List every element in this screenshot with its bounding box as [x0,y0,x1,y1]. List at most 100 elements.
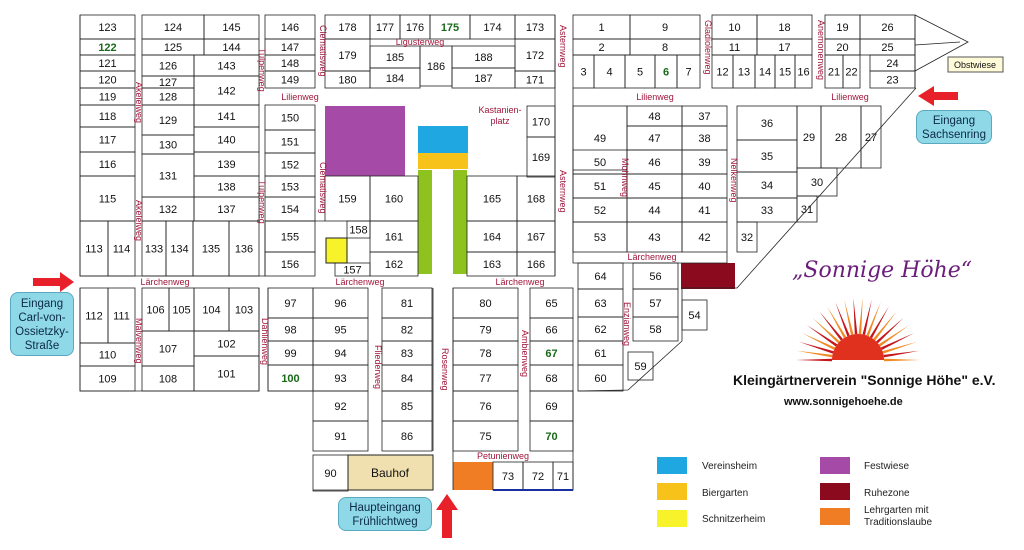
plot-6[interactable]: 6 [663,67,669,79]
plot-46[interactable]: 46 [648,157,660,169]
plot-27-border[interactable] [860,105,882,169]
plot-107[interactable]: 107 [159,344,177,356]
plot-143[interactable]: 143 [217,61,235,73]
plot-165[interactable]: 165 [483,194,501,206]
plot-188[interactable]: 188 [474,52,492,64]
plot-31-border[interactable] [796,195,818,223]
plot-123[interactable]: 123 [98,22,116,34]
plot-156[interactable]: 156 [281,259,299,271]
plot-153[interactable]: 153 [281,182,299,194]
plot-166[interactable]: 166 [527,259,545,271]
plot-141[interactable]: 141 [217,111,235,123]
plot-129[interactable]: 129 [159,115,177,127]
plot-163[interactable]: 163 [483,259,501,271]
plot-65[interactable]: 65 [545,298,557,310]
plot-170[interactable]: 170 [532,117,550,129]
plot-79[interactable]: 79 [479,325,491,337]
plot-69[interactable]: 69 [545,401,557,413]
plot-112[interactable]: 112 [85,311,103,323]
plot-150[interactable]: 150 [281,113,299,125]
plot-33[interactable]: 33 [761,205,773,217]
plot-85[interactable]: 85 [401,401,413,413]
plot-45[interactable]: 45 [648,181,660,193]
plot-133[interactable]: 133 [145,244,163,256]
plot-105[interactable]: 105 [172,305,190,317]
plot-140[interactable]: 140 [217,135,235,147]
plot-94[interactable]: 94 [334,348,346,360]
plot-41[interactable]: 41 [698,205,710,217]
plot-184[interactable]: 184 [386,73,404,85]
plot-53[interactable]: 53 [594,232,606,244]
plot-180[interactable]: 180 [338,75,356,87]
plot-179[interactable]: 179 [338,50,356,62]
plot-139[interactable]: 139 [217,159,235,171]
plot-119[interactable]: 119 [99,92,117,104]
plot-10[interactable]: 10 [728,22,740,34]
plot-61[interactable]: 61 [594,348,606,360]
plot-43[interactable]: 43 [648,232,660,244]
plot-9[interactable]: 9 [662,22,668,34]
plot-138[interactable]: 138 [217,182,235,194]
plot-7-border[interactable] [676,54,701,89]
plot-29[interactable]: 29 [803,132,815,144]
plot-125[interactable]: 125 [164,42,182,54]
plot-102[interactable]: 102 [217,339,235,351]
plot-60-border[interactable] [577,364,624,392]
plot-175[interactable]: 175 [441,22,459,34]
plot-60[interactable]: 60 [594,373,606,385]
plot-121[interactable]: 121 [98,58,116,70]
plot-80[interactable]: 80 [479,298,491,310]
plot-186[interactable]: 186 [427,61,445,73]
plot-7[interactable]: 7 [685,67,691,79]
plot-38[interactable]: 38 [698,133,710,145]
plot-113[interactable]: 113 [85,244,103,256]
plot-124[interactable]: 124 [164,22,182,34]
plot-57[interactable]: 57 [649,298,661,310]
plot-120[interactable]: 120 [98,75,116,87]
plot-187[interactable]: 187 [474,73,492,85]
plot-22[interactable]: 22 [845,67,857,79]
plot-54[interactable]: 54 [688,310,700,322]
plot-86[interactable]: 86 [401,431,413,443]
plot-15[interactable]: 15 [779,67,791,79]
plot-157[interactable]: 157 [343,265,361,277]
plot-152[interactable]: 152 [281,160,299,172]
plot-23[interactable]: 23 [886,75,898,87]
plot-173[interactable]: 173 [526,22,544,34]
plot-22-border[interactable] [842,54,861,89]
plot-110[interactable]: 110 [99,350,117,362]
plot-128[interactable]: 128 [159,92,177,104]
plot-3[interactable]: 3 [580,67,586,79]
plot-16-border[interactable] [794,54,813,89]
plot-28[interactable]: 28 [835,132,847,144]
plot-72[interactable]: 72 [532,471,544,483]
plot-159[interactable]: 159 [338,194,356,206]
entrance-main[interactable]: Haupteingang Frühlichtweg [338,497,432,531]
plot-86-border[interactable] [381,420,433,452]
plot-185[interactable]: 185 [386,52,404,64]
plot-40[interactable]: 40 [698,181,710,193]
plot-76[interactable]: 76 [479,401,491,413]
plot-32[interactable]: 32 [741,232,753,244]
club-url[interactable]: www.sonnigehoehe.de [784,396,903,408]
plot-92[interactable]: 92 [334,401,346,413]
plot-115[interactable]: 115 [99,194,117,206]
plot-50[interactable]: 50 [594,157,606,169]
plot-162[interactable]: 162 [385,259,403,271]
plot-18[interactable]: 18 [778,22,790,34]
plot-116[interactable]: 116 [99,159,117,171]
plot-52[interactable]: 52 [594,205,606,217]
plot-100[interactable]: 100 [281,373,299,385]
plot-97[interactable]: 97 [284,298,296,310]
plot-67[interactable]: 67 [545,348,557,360]
plot-171[interactable]: 171 [526,75,544,87]
plot-56[interactable]: 56 [649,271,661,283]
plot-101[interactable]: 101 [217,369,235,381]
plot-37[interactable]: 37 [698,111,710,123]
entrance-sachsenring[interactable]: Eingang Sachsenring [916,110,992,144]
plot-5[interactable]: 5 [637,67,643,79]
plot-44[interactable]: 44 [648,205,660,217]
plot-109[interactable]: 109 [98,374,116,386]
plot-184-border[interactable] [369,67,421,89]
plot-84[interactable]: 84 [401,373,413,385]
